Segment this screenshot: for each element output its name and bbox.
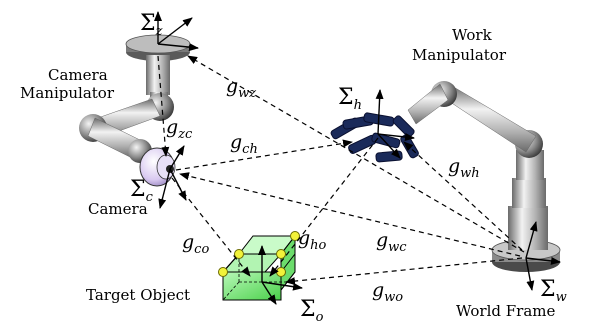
camera-label: Camera [88, 200, 148, 218]
arrow-wz [187, 55, 525, 253]
camera-manipulator [79, 34, 191, 187]
frame-o-axes [258, 245, 303, 305]
arrow-wo [285, 257, 523, 286]
g-zc-label: gzc [166, 116, 193, 142]
target-object-label: Target Object [86, 286, 190, 304]
frame-w-axes [525, 221, 561, 291]
target-object-box [221, 234, 297, 301]
arrow-co [171, 177, 251, 277]
g-co-label: gco [182, 231, 209, 257]
g-ho-label: gho [298, 227, 327, 253]
work-manipulator-label-2: Manipulator [412, 46, 507, 64]
g-wh-label: gwh [448, 155, 480, 181]
object-vertices [218, 231, 300, 277]
arrow-wc [179, 172, 521, 257]
camera-manipulator-label-2: Manipulator [20, 84, 115, 102]
g-wc-label: gwc [376, 229, 407, 255]
transform-arrows [157, 55, 525, 286]
sigma-o-label: Σo [300, 297, 324, 323]
frame-z-axes [154, 11, 199, 52]
arrow-wh [403, 141, 523, 251]
g-wz-label: gwz [226, 75, 256, 101]
camera-manipulator-label-1: Camera [48, 66, 108, 84]
work-manipulator [407, 81, 561, 272]
frame-h-axes [375, 89, 415, 159]
sigma-w-label: Σw [540, 277, 567, 305]
sigma-c-label: Σc [130, 177, 154, 205]
frame-c-axes [158, 145, 187, 209]
sigma-z-label: Σz [140, 11, 163, 39]
world-frame-label: World Frame [456, 302, 556, 320]
g-ch-label: gch [230, 131, 258, 157]
arrow-ho [269, 137, 379, 277]
g-wo-label: gwo [372, 279, 403, 305]
sigma-h-label: Σh [338, 85, 362, 113]
arrow-zc [157, 55, 170, 157]
arrow-ch [175, 139, 353, 171]
work-manipulator-label-1: Work [452, 26, 493, 44]
